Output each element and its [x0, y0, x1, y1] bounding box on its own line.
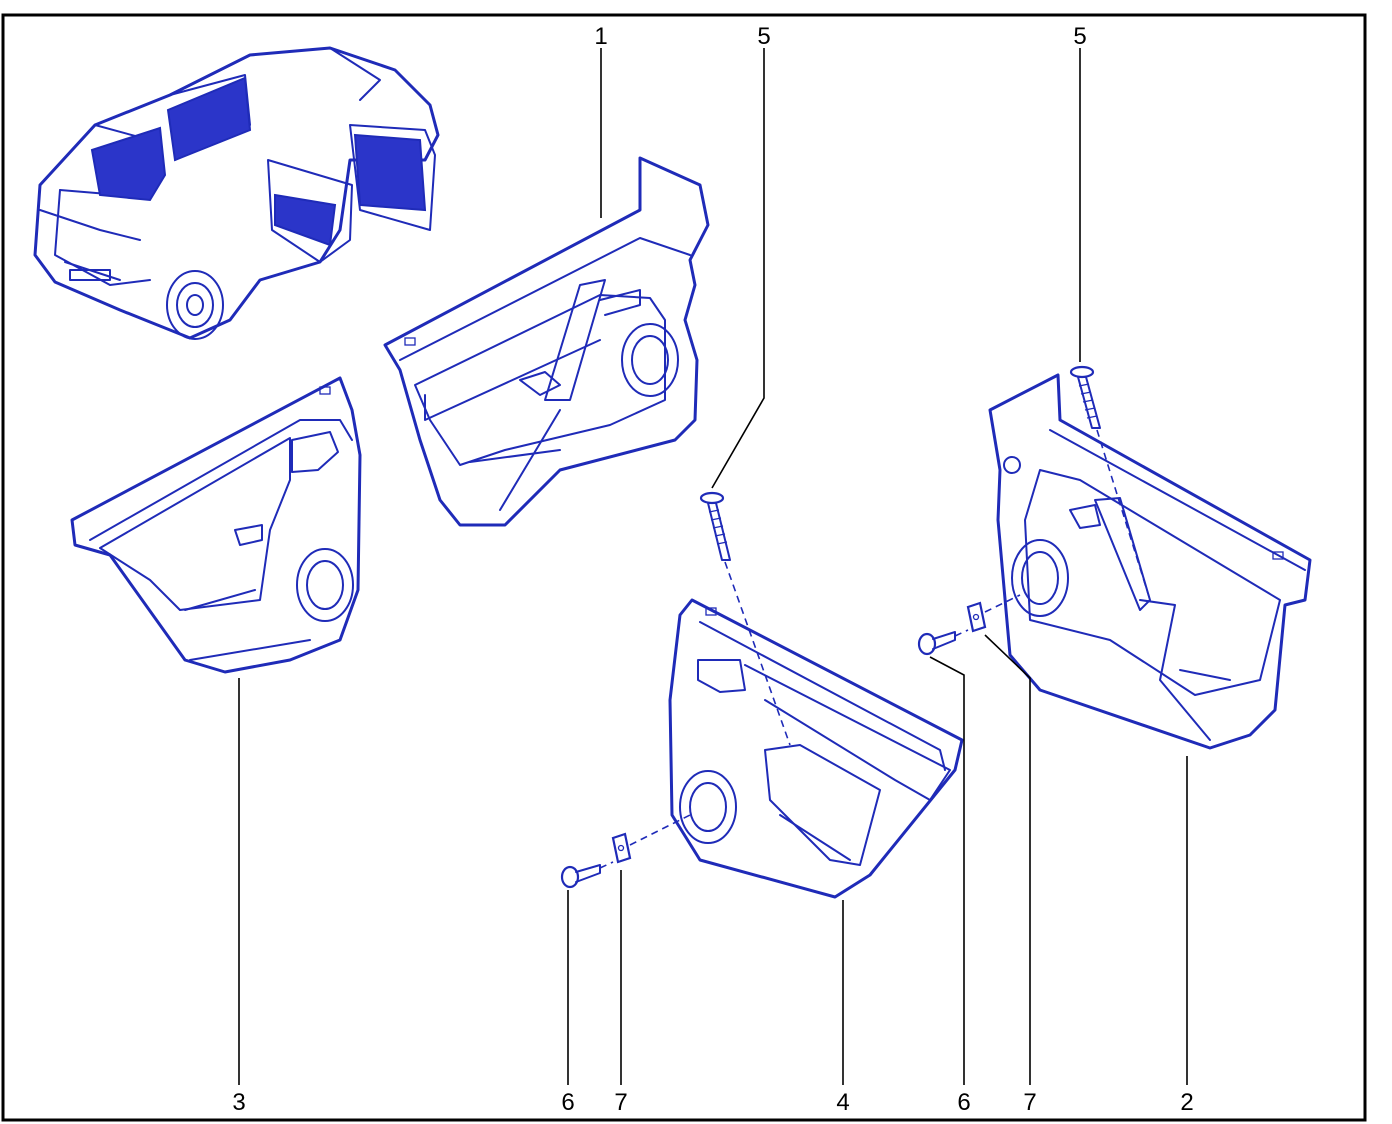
clip-7-right — [966, 601, 987, 633]
rear-left-trim-highlight — [90, 126, 167, 202]
rear-right-door-trim — [668, 598, 964, 899]
callout-7-right: 7 — [1023, 1089, 1036, 1116]
callout-4: 4 — [836, 1089, 849, 1116]
assembly-line-bottom-fasteners — [599, 814, 691, 869]
rear-right-trim-highlight — [274, 193, 337, 247]
front-left-door-trim — [383, 156, 710, 527]
front-right-door-trim — [988, 373, 1312, 750]
diagram-frame — [1, 13, 1367, 1122]
callout-1: 1 — [594, 23, 607, 50]
screw-6-bottom — [560, 864, 601, 889]
screw-5-right — [1069, 365, 1101, 429]
screw-5-center — [699, 491, 731, 561]
callout-3: 3 — [232, 1089, 245, 1116]
assembly-line-screw-5-center — [724, 561, 791, 746]
callout-5-right: 5 — [1073, 23, 1086, 50]
callout-2: 2 — [1180, 1089, 1193, 1116]
front-left-trim-highlight — [166, 76, 252, 162]
assembly-line-right-fasteners — [954, 594, 1021, 637]
callout-7-bottom: 7 — [614, 1089, 627, 1116]
rear-left-door-trim — [70, 376, 362, 674]
callout-5-center: 5 — [757, 23, 770, 50]
assembly-line-screw-5-right — [1096, 429, 1151, 601]
callout-6-bottom: 6 — [561, 1089, 574, 1116]
callout-6-right: 6 — [957, 1089, 970, 1116]
vehicle-overview-illustration — [33, 46, 440, 340]
leader-7-right — [984, 634, 1031, 1085]
leader-6-right — [929, 656, 965, 1085]
clip-7-bottom — [611, 832, 632, 864]
screw-6-right — [917, 631, 956, 656]
leader-5-center — [711, 48, 765, 489]
front-right-trim-highlight — [353, 133, 427, 212]
